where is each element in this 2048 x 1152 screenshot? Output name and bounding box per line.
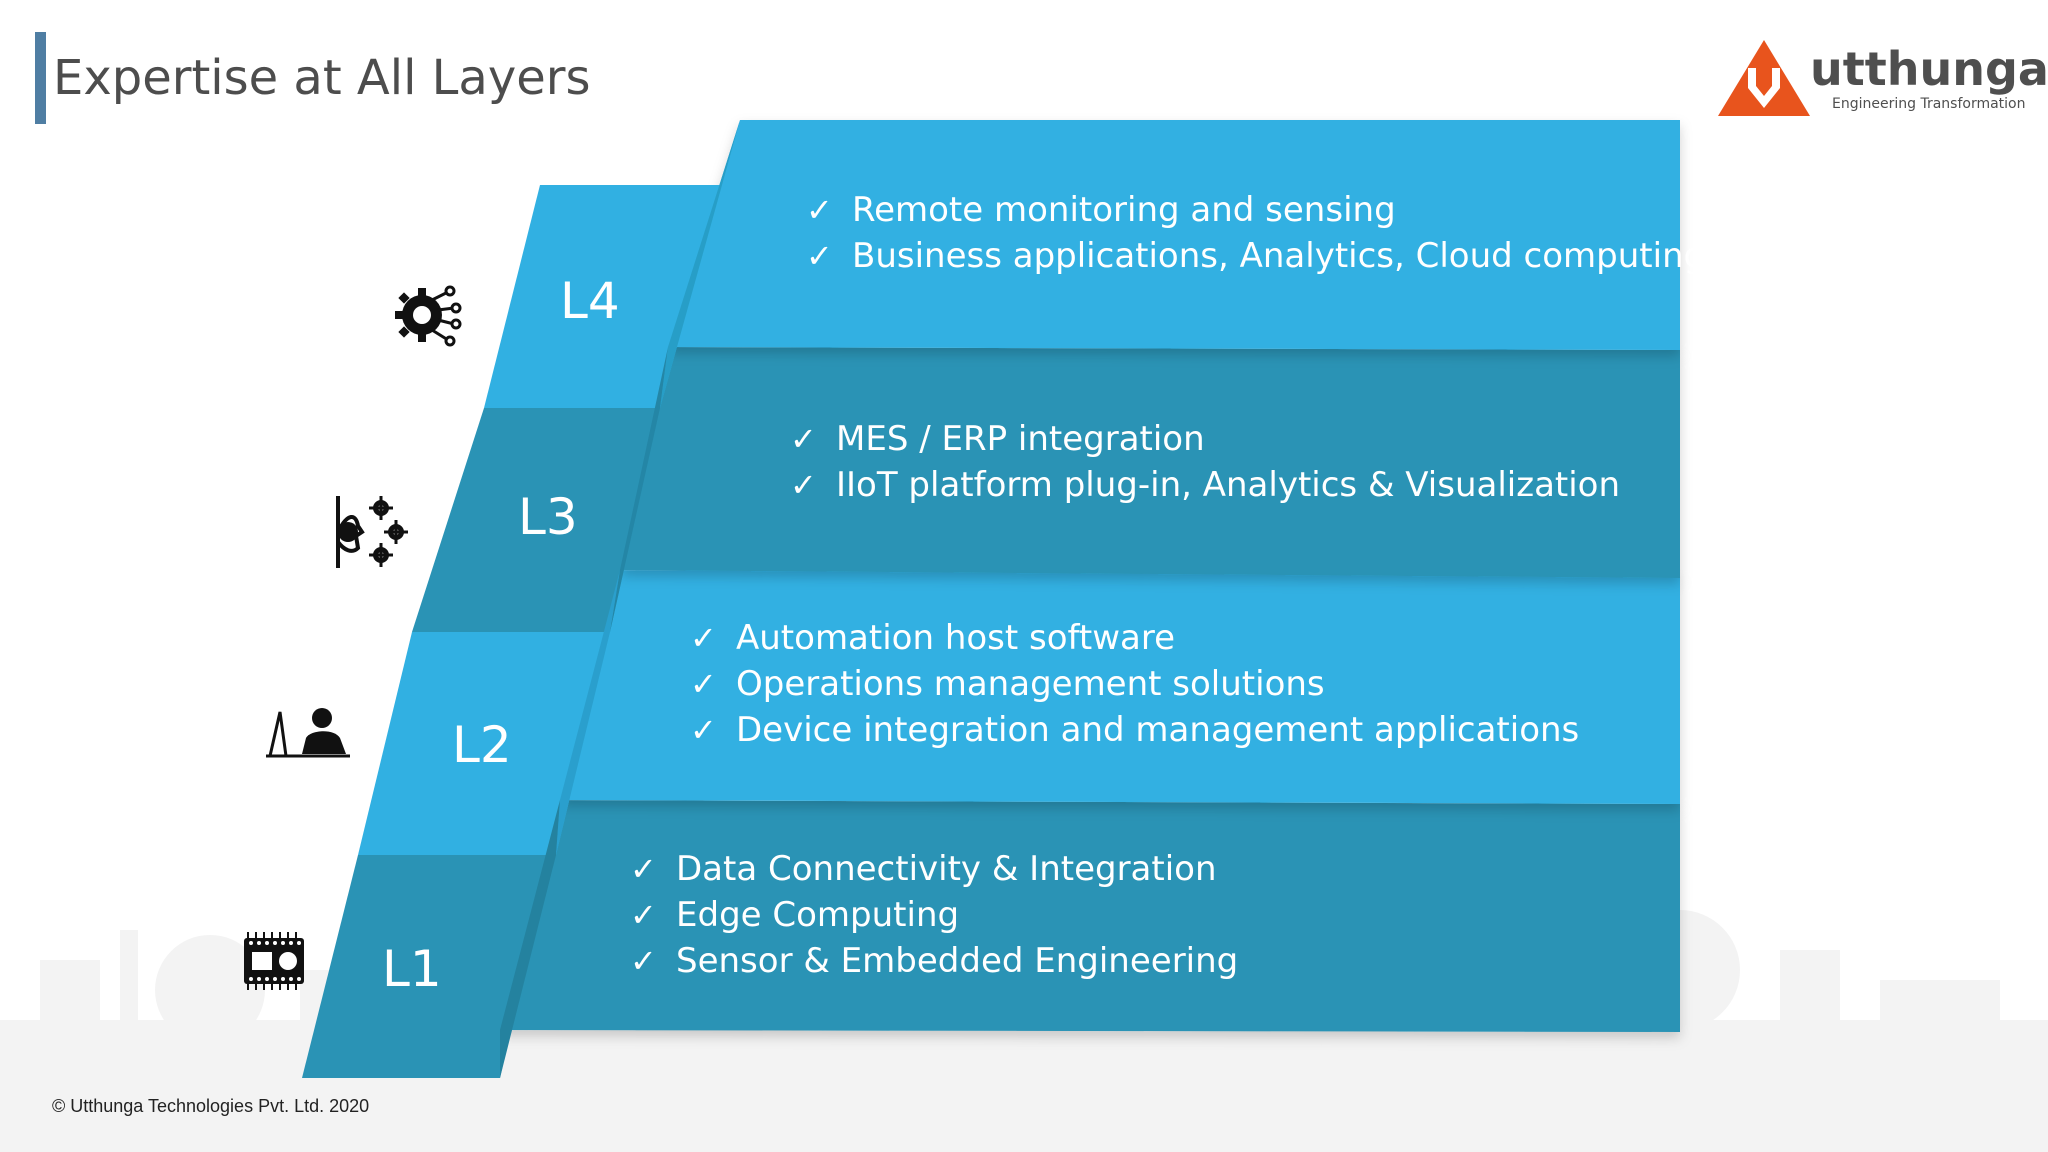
check-icon: ✓ bbox=[790, 420, 817, 458]
person-at-computer-icon bbox=[266, 708, 350, 758]
list-item: ✓Remote monitoring and sensing bbox=[806, 187, 1705, 233]
list-item: ✓Data Connectivity & Integration bbox=[630, 846, 1238, 892]
layer-items-l4: ✓Remote monitoring and sensing ✓Business… bbox=[806, 187, 1705, 279]
layer-label-l1: L1 bbox=[382, 940, 442, 998]
logo-wordmark: utthunga bbox=[1810, 42, 2048, 96]
layer-band-l1 bbox=[500, 800, 1680, 1032]
layer-tab-l1 bbox=[302, 855, 550, 1078]
layer-band-l2 bbox=[560, 570, 1680, 804]
layer-items-l3: ✓MES / ERP integration ✓IIoT platform pl… bbox=[790, 416, 1620, 508]
layer-tab-l2 bbox=[358, 632, 610, 855]
check-icon: ✓ bbox=[690, 711, 717, 749]
logo-tagline: Engineering Transformation bbox=[1832, 96, 2026, 112]
company-logo: utthunga Engineering Transformation bbox=[1718, 38, 2048, 120]
list-item: ✓MES / ERP integration bbox=[790, 416, 1620, 462]
check-icon: ✓ bbox=[806, 191, 833, 229]
title-accent-bar bbox=[35, 32, 46, 124]
list-item: ✓IIoT platform plug-in, Analytics & Visu… bbox=[790, 462, 1620, 508]
check-icon: ✓ bbox=[630, 942, 657, 980]
embedded-chip-icon bbox=[244, 932, 304, 990]
layer-tab-l3 bbox=[412, 408, 660, 632]
fold-shadow-l4 bbox=[660, 120, 740, 408]
check-icon: ✓ bbox=[790, 466, 817, 504]
check-icon: ✓ bbox=[690, 665, 717, 703]
check-icon: ✓ bbox=[690, 619, 717, 657]
layer-band-l3 bbox=[620, 347, 1680, 578]
fold-shadow-l1 bbox=[500, 800, 560, 1078]
check-icon: ✓ bbox=[806, 237, 833, 275]
check-icon: ✓ bbox=[630, 896, 657, 934]
copyright-footer: © Utthunga Technologies Pvt. Ltd. 2020 bbox=[52, 1096, 370, 1116]
list-item: ✓Automation host software bbox=[690, 615, 1579, 661]
logo-mark-icon bbox=[1718, 40, 1810, 116]
list-item: ✓Sensor & Embedded Engineering bbox=[630, 938, 1238, 984]
gear-network-icon bbox=[395, 285, 462, 347]
layer-label-l4: L4 bbox=[560, 272, 620, 330]
list-item: ✓Device integration and management appli… bbox=[690, 707, 1579, 753]
layer-label-l2: L2 bbox=[452, 716, 512, 774]
layer-tab-l4 bbox=[484, 185, 722, 408]
layer-band-l4 bbox=[668, 120, 1680, 350]
list-item: ✓Operations management solutions bbox=[690, 661, 1579, 707]
check-icon: ✓ bbox=[630, 850, 657, 888]
page-title: Expertise at All Layers bbox=[53, 50, 591, 106]
list-item: ✓Business applications, Analytics, Cloud… bbox=[806, 233, 1705, 279]
head-gears-icon bbox=[336, 496, 408, 568]
layer-items-l2: ✓Automation host software ✓Operations ma… bbox=[690, 615, 1579, 753]
layer-items-l1: ✓Data Connectivity & Integration ✓Edge C… bbox=[630, 846, 1238, 984]
list-item: ✓Edge Computing bbox=[630, 892, 1238, 938]
fold-shadow-l2 bbox=[556, 570, 620, 855]
layer-label-l3: L3 bbox=[518, 488, 578, 546]
fold-shadow-l3 bbox=[610, 347, 668, 632]
